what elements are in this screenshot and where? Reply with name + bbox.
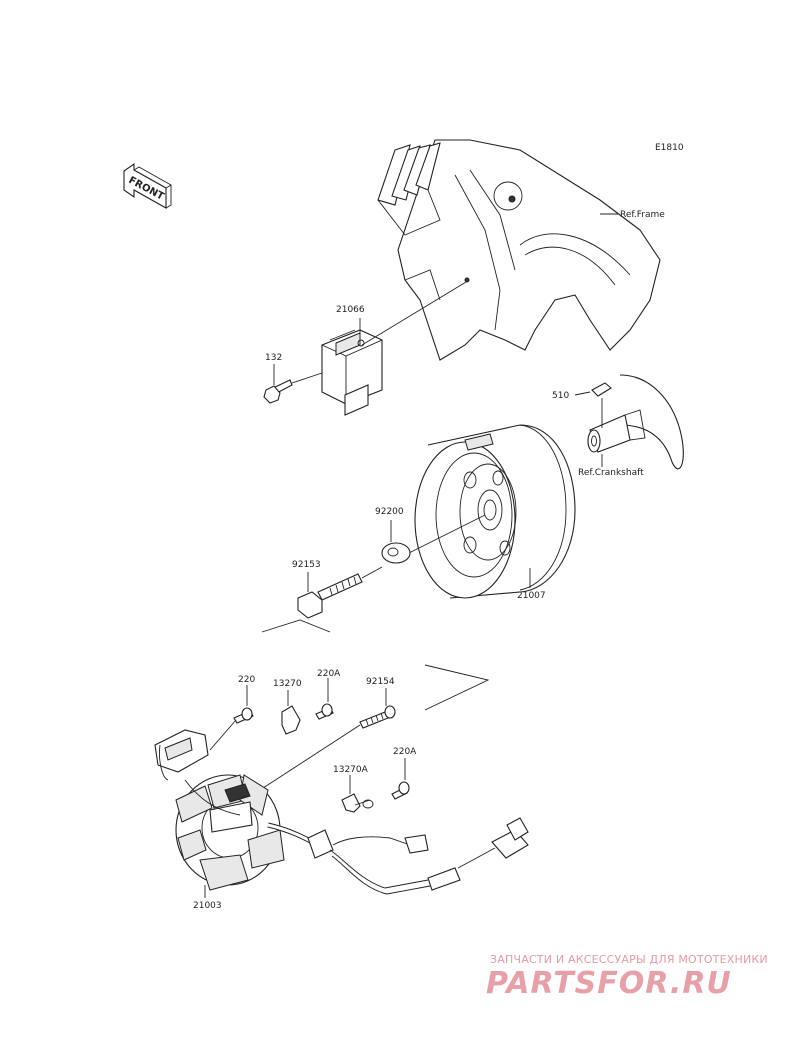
frame-ref-label: Ref.Frame [620,210,665,220]
stator-bolt-label: 220 [238,675,255,685]
diagram-code: E1810 [655,143,684,153]
regulator-label: 21066 [336,305,365,315]
washer-label: 92200 [375,507,404,517]
regulator [321,329,383,416]
crankshaft-ref [587,374,684,470]
regulator-bolt [263,379,293,404]
flywheel [414,424,576,599]
washer [381,542,411,564]
flywheel-bolt [297,573,363,619]
clamp-lower-label: 13270A [333,765,369,775]
stator-label: 21003 [193,901,222,911]
clamp-lower-bolt [391,781,410,800]
wiring-harness [184,779,529,895]
regulator-bolt-label: 132 [265,353,282,363]
key-label: 510 [552,391,569,401]
stator [175,774,285,891]
frame-ref [377,139,661,361]
crankshaft-ref-label: Ref.Crankshaft [578,468,644,478]
clamp-upper-bolt [315,703,334,720]
front-arrow-icon: FRONT [123,162,172,209]
clamp-lower-bolt-label: 220A [393,747,417,757]
clamp-upper-bolt-label: 220A [317,669,341,679]
flywheel-label: 21007 [517,591,546,601]
key [591,382,612,397]
clamp-lower [341,793,361,813]
stator-bolt [233,707,254,724]
clamp-upper-label: 13270 [273,679,302,689]
pickup-coil [154,729,209,781]
watermark-tagline: ЗАПЧАСТИ И АКСЕССУАРЫ ДЛЯ МОТОТЕХНИКИ [490,953,768,966]
flywheel-bolt-label: 92153 [292,560,321,570]
stator-bolt-long-label: 92154 [366,677,395,687]
stator-bolt-long [359,705,396,729]
clamp-upper [281,705,301,735]
watermark-logo: PARTSFOR.RU [486,966,732,1001]
